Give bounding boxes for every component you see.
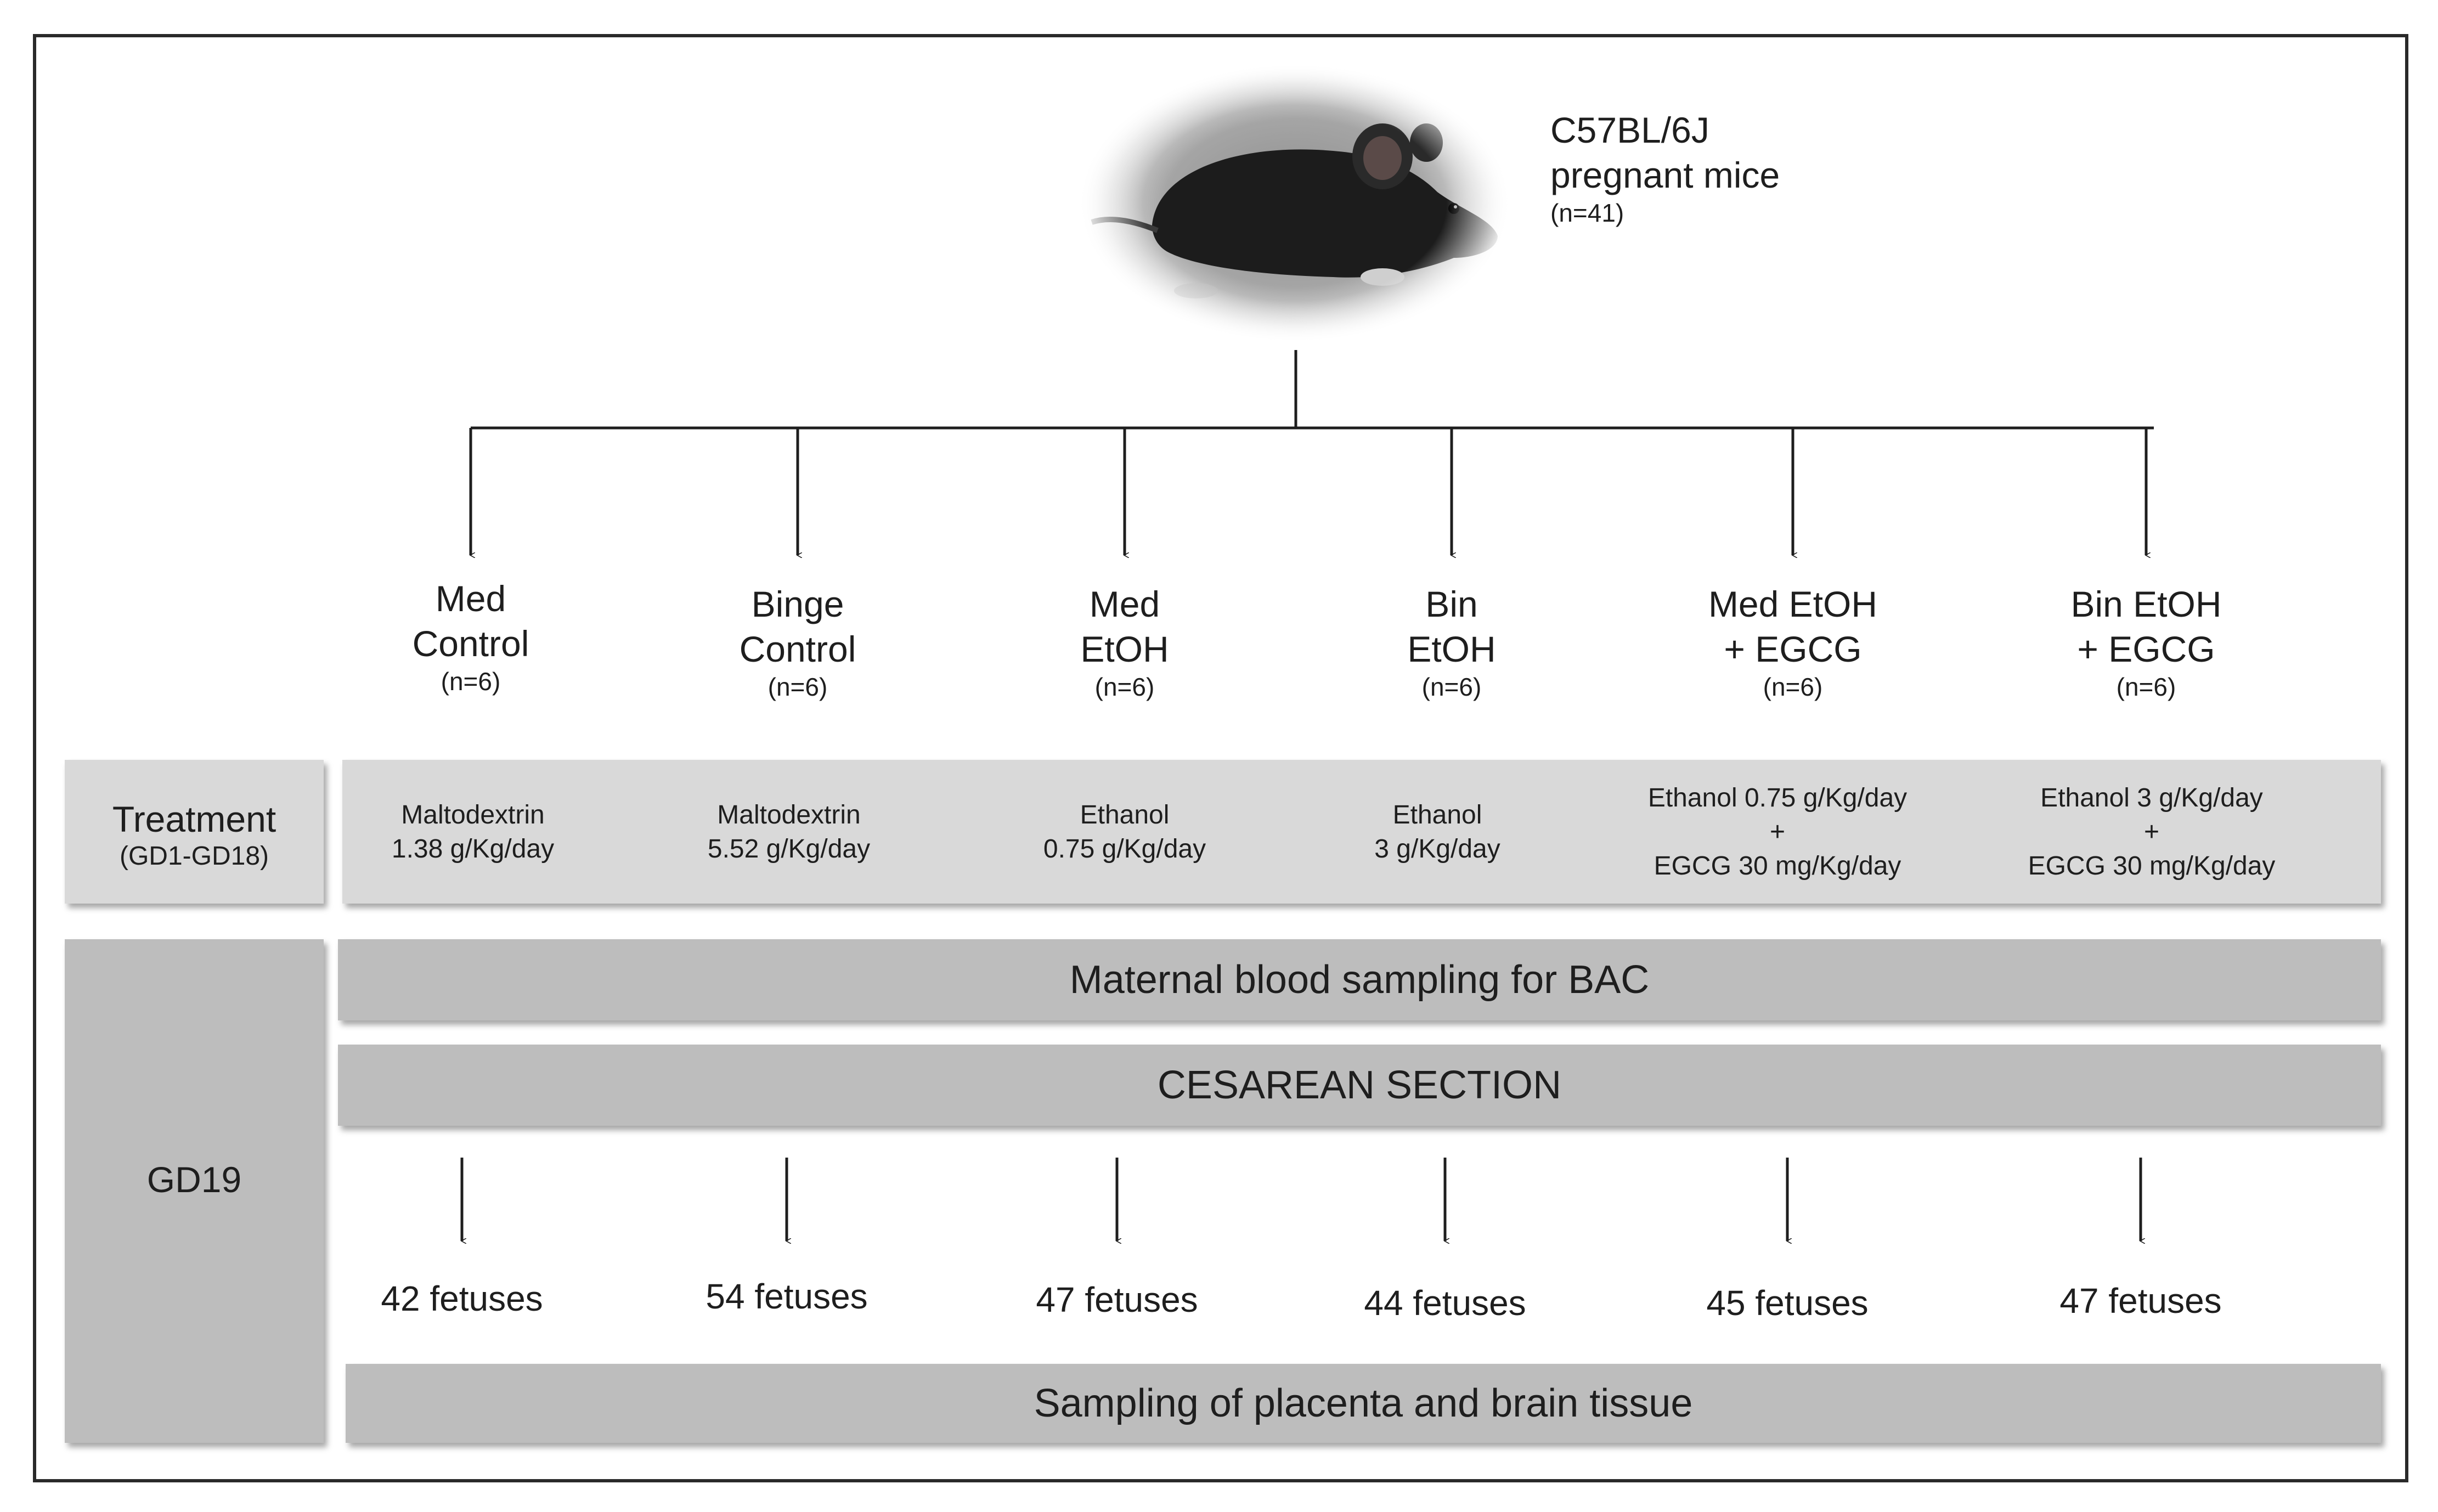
fetus-count-1: 42 fetuses — [381, 1279, 543, 1318]
group-count: (n=6) — [767, 673, 828, 701]
treatment-cell-line: Ethanol — [1392, 800, 1482, 830]
treatment-cell-line: + — [2143, 817, 2160, 847]
treatment-label-box: Treatment (GD1-GD18) — [65, 760, 324, 904]
fetus-count-3: 47 fetuses — [1036, 1280, 1198, 1319]
fetus-count-6: 47 fetuses — [2059, 1281, 2222, 1321]
strain-label: C57BL/6J — [1550, 110, 1709, 150]
treatment-cell-line: Ethanol 0.75 g/Kg/day — [1647, 783, 1907, 813]
group-name-line: + EGCG — [2077, 629, 2215, 669]
treatment-row — [342, 760, 2381, 904]
gd19-label: GD19 — [146, 1159, 242, 1200]
mouse-photo — [1075, 60, 1514, 346]
root-label: C57BL/6J pregnant mice (n=41) — [1550, 108, 2044, 228]
treatment-cell-6: Ethanol 3 g/Kg/day + EGCG 30 mg/Kg/day — [1976, 781, 2327, 883]
treatment-cell-line: EGCG 30 mg/Kg/day — [2028, 851, 2276, 881]
treatment-cell-line: + — [1769, 817, 1786, 847]
treatment-cell-line: Maltodextrin — [401, 800, 545, 830]
treatment-cell-line: 5.52 g/Kg/day — [707, 834, 871, 864]
treatment-cell-5: Ethanol 0.75 g/Kg/day + EGCG 30 mg/Kg/day — [1602, 781, 1953, 883]
treatment-cell-line: EGCG 30 mg/Kg/day — [1653, 851, 1901, 881]
fetus-count-4: 44 fetuses — [1364, 1283, 1526, 1323]
cesarean-bar: CESAREAN SECTION — [338, 1045, 2381, 1126]
group-name-line: Control — [412, 623, 529, 664]
treatment-cell-line: 1.38 g/Kg/day — [391, 834, 555, 864]
group-count: (n=6) — [1421, 673, 1482, 701]
root-count: (n=41) — [1550, 199, 1624, 227]
treatment-cell-4: Ethanol 3 g/Kg/day — [1262, 798, 1613, 866]
group-name-line: Bin EtOH — [2070, 584, 2222, 624]
treatment-cell-line: 0.75 g/Kg/day — [1043, 834, 1206, 864]
treatment-cell-1: Maltodextrin 1.38 g/Kg/day — [297, 798, 648, 866]
treatment-cell-line: Ethanol 3 g/Kg/day — [2040, 783, 2263, 813]
group-name-line: Med — [1089, 584, 1160, 624]
gd19-label-box: GD19 — [65, 939, 324, 1443]
group-name-line: Med — [435, 578, 506, 619]
group-name-line: EtOH — [1407, 629, 1496, 669]
treatment-cell-2: Maltodextrin 5.52 g/Kg/day — [613, 798, 964, 866]
group-label-5: Med EtOH + EGCG (n=6) — [1639, 582, 1946, 702]
treatment-cell-line: Ethanol — [1080, 800, 1170, 830]
treatment-cell-3: Ethanol 0.75 g/Kg/day — [949, 798, 1300, 866]
group-count: (n=6) — [1763, 673, 1823, 701]
blood-sampling-bar: Maternal blood sampling for BAC — [338, 939, 2381, 1020]
group-count: (n=6) — [441, 667, 501, 696]
subject-label: pregnant mice — [1550, 155, 1780, 195]
group-name-line: Bin — [1425, 584, 1478, 624]
tissue-sampling-bar: Sampling of placenta and brain tissue — [346, 1364, 2381, 1443]
fetus-count-2: 54 fetuses — [706, 1277, 868, 1316]
treatment-label: Treatment — [112, 799, 276, 839]
group-count: (n=6) — [2116, 673, 2176, 701]
group-name-line: Binge — [751, 584, 844, 624]
group-count: (n=6) — [1094, 673, 1155, 701]
group-name-line: EtOH — [1080, 629, 1169, 669]
group-label-6: Bin EtOH + EGCG (n=6) — [1993, 582, 2300, 702]
group-name-line: + EGCG — [1724, 629, 1862, 669]
group-name-line: Med EtOH — [1708, 584, 1878, 624]
treatment-cell-line: Maltodextrin — [717, 800, 861, 830]
fetus-count-5: 45 fetuses — [1706, 1283, 1869, 1323]
treatment-cell-line: 3 g/Kg/day — [1374, 834, 1500, 864]
treatment-period: (GD1-GD18) — [119, 842, 269, 871]
group-name-line: Control — [739, 629, 856, 669]
